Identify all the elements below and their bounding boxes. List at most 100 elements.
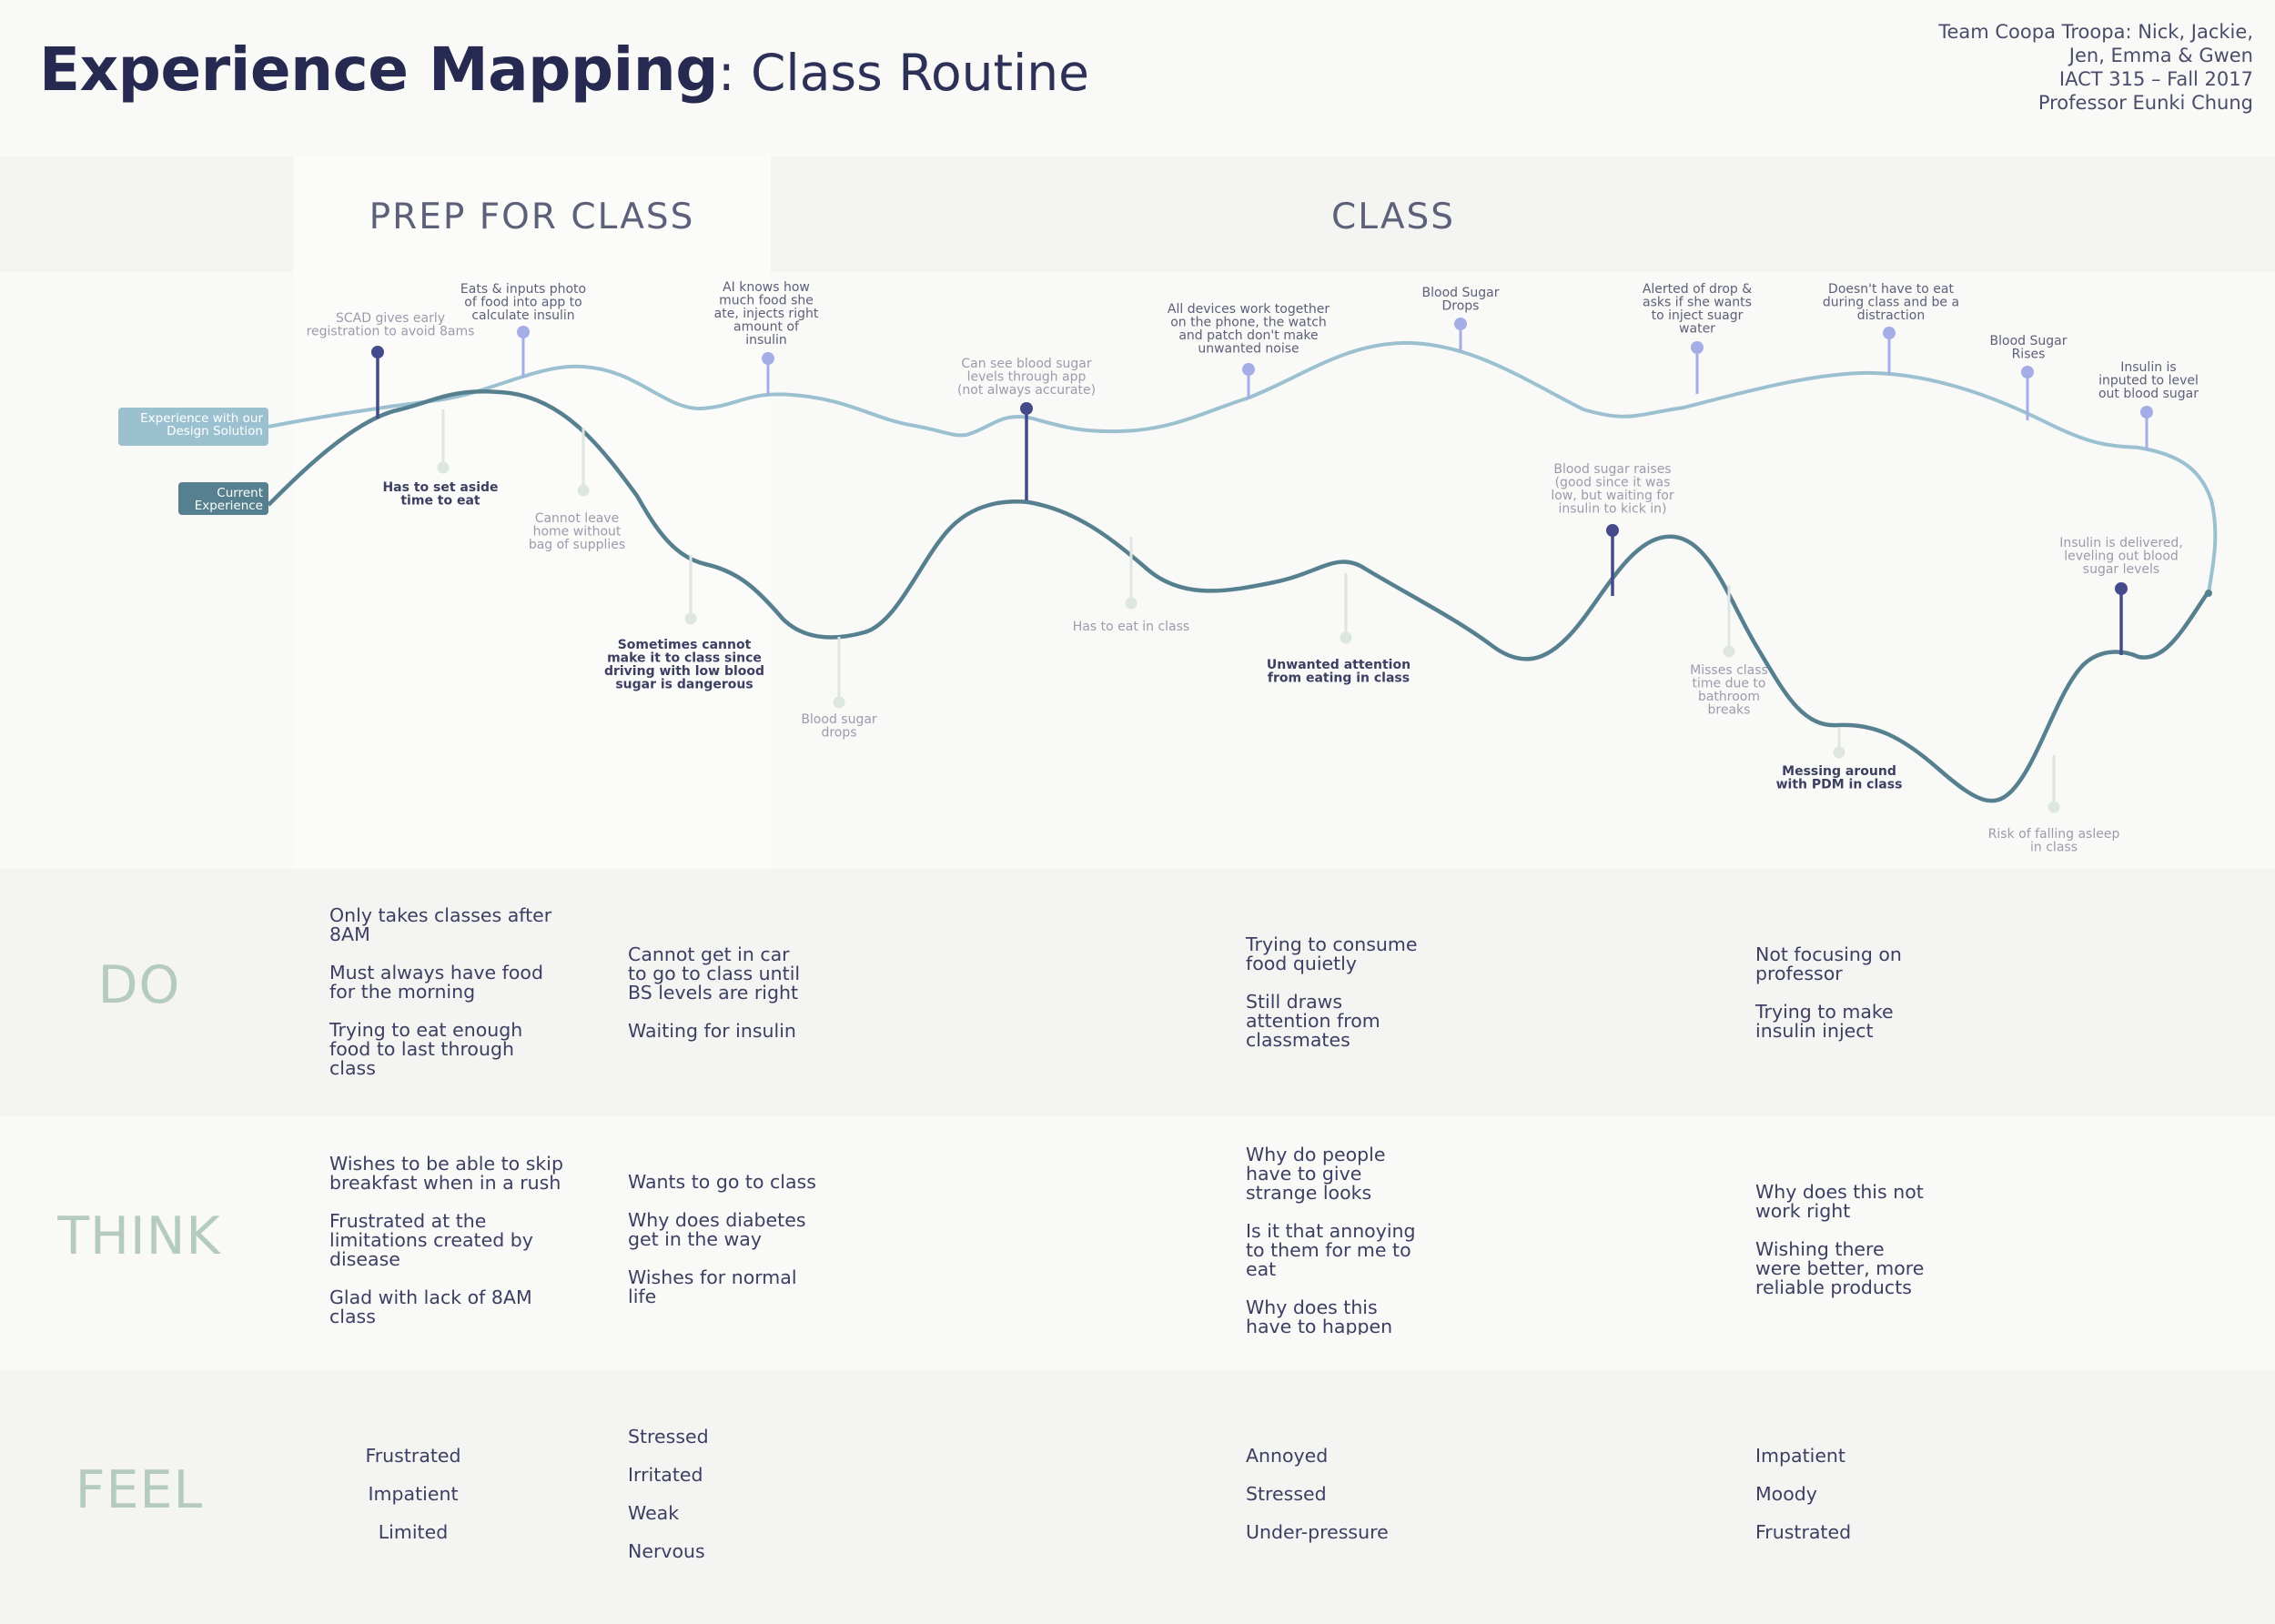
cell-line: insulin inject [1755,1020,1874,1042]
solution-annotation-devices-together-line: All devices work together [1168,302,1330,317]
cell-line: were better, more [1755,1257,1925,1279]
cell-line: Weak [628,1502,680,1524]
solution-annotation-alerted-drop-line: to inject suagr [1652,308,1744,323]
cell-line: Still draws [1246,991,1343,1013]
cell-line: Is it that annoying [1246,1220,1416,1242]
cell-line: breakfast when in a rush [329,1172,561,1194]
solution-annotation-bs-rises-line: Rises [2012,348,2046,362]
solution-experience-line [268,340,2218,594]
solution-annotation-insulin-inputed-line: out blood sugar [2098,387,2199,401]
solution-annotation-devices-together-line: and patch don't make [1178,328,1318,343]
cell-line: Frustrated [1755,1521,1852,1543]
cell-line: classmates [1246,1029,1350,1051]
solution-annotation-devices-together-line: on the phone, the watch [1170,316,1327,330]
current-annotation-eat-in-class-line: Has to eat in class [1073,620,1189,634]
cell-line: Wants to go to class [628,1171,816,1193]
solution-annotation-see-blood-sugar-line: Can see blood sugar [961,357,1092,371]
current-annotation-cannot-leave-line: home without [533,525,622,540]
current-annotation-bs-drops-current-line: Blood sugar [801,712,877,727]
cell-line: Why do people [1246,1145,1386,1165]
cell-item: Irritated [628,1465,709,1485]
current-annotation-unwanted-attention-line: Unwanted attention [1267,658,1410,672]
cell-line: strange looks [1246,1182,1372,1204]
cell-line: Why does this not [1755,1181,1924,1203]
cell-line: professor [1755,963,1843,984]
cell-line: BS levels are right [628,982,799,1004]
solution-annotation-ai-knows-line: insulin [745,333,787,348]
legend-solution: Experience with our Design Solution [118,408,268,446]
page-title: Experience Mapping: Class Routine [39,40,1089,100]
cell-line: Under-pressure [1246,1521,1389,1543]
solution-annotation-ai-knows-line: much food she [719,294,814,308]
current-annotation-misses-class-line: bathroom [1698,690,1760,704]
current-annotation-bs-raises-line: (good since it was [1555,476,1671,490]
team-line: Jen, Emma & Gwen [2068,45,2253,66]
legend-current-label: Current [217,486,263,500]
current-marker-misses-class-dot [1723,645,1735,658]
page-title-subtitle: : Class Routine [718,44,1090,102]
current-annotation-bs-raises-line: low, but waiting for [1551,489,1674,503]
feel-row [0,1369,2275,1624]
cell-line: Only takes classes after [329,904,552,926]
legend-solution-label: Design Solution [167,424,263,439]
current-annotation-insulin-delivered-line: Insulin is delivered, [2059,536,2182,550]
solution-marker-scad-registration-dot [371,346,384,358]
solution-marker-insulin-inputed-dot [2140,406,2153,419]
do-row [0,869,2275,1116]
cell-line: Annoyed [1246,1445,1329,1467]
solution-annotation-see-blood-sugar-line: (not always accurate) [957,383,1096,398]
page-title-main: Experience Mapping [39,35,719,105]
solution-annotation-see-blood-sugar-line: levels through app [967,370,1087,385]
cell-line: limitations created by [329,1229,533,1251]
solution-annotation-insulin-inputed-line: Insulin is [2120,360,2176,375]
cell-line: get in the way [628,1228,763,1250]
solution-marker-ai-knows-dot [762,352,774,365]
cell-item: Annoyed [1246,1446,1389,1466]
cell-line: class [329,1306,376,1327]
cell-line: Cannot get in car [628,943,790,965]
cell-item: Stressed [628,1427,709,1447]
cell-line: Must always have food [329,962,543,983]
cell-item: Nervous [628,1541,709,1561]
cell-line: Impatient [1755,1445,1845,1467]
cell-line: to go to class until [628,963,801,984]
current-annotation-set-aside-time-line: time to eat [400,494,480,509]
current-marker-insulin-delivered-dot [2115,582,2128,595]
cell-line: Stressed [1246,1483,1327,1505]
solution-annotation-ai-knows-line: amount of [733,320,800,335]
phase-prep-for-class: PREP FOR CLASS [369,197,695,237]
solution-marker-bs-rises-dot [2021,366,2034,378]
solution-annotation-photo-food-line: Eats & inputs photo [460,282,586,297]
cell-item: Waiting for insulin [628,1022,800,1041]
current-annotation-misses-class-line: time due to [1693,677,1766,691]
cell-item: Wants to go to class [628,1173,816,1192]
solution-marker-photo-food-dot [517,326,530,338]
cell-item: Stressed [1246,1484,1389,1504]
current-annotation-bs-raises-line: Blood sugar raises [1553,462,1671,477]
current-marker-set-aside-time-dot [437,461,450,474]
current-annotation-bs-drops-current-line: drops [821,726,856,741]
solution-annotation-alerted-drop-line: water [1679,322,1715,337]
cell-line: Frustrated at the [329,1210,487,1232]
cell-line: Frustrated [365,1445,461,1467]
team-line: Team Coopa Troopa: Nick, Jackie, [1938,21,2253,43]
cell-line: Impatient [368,1483,459,1505]
